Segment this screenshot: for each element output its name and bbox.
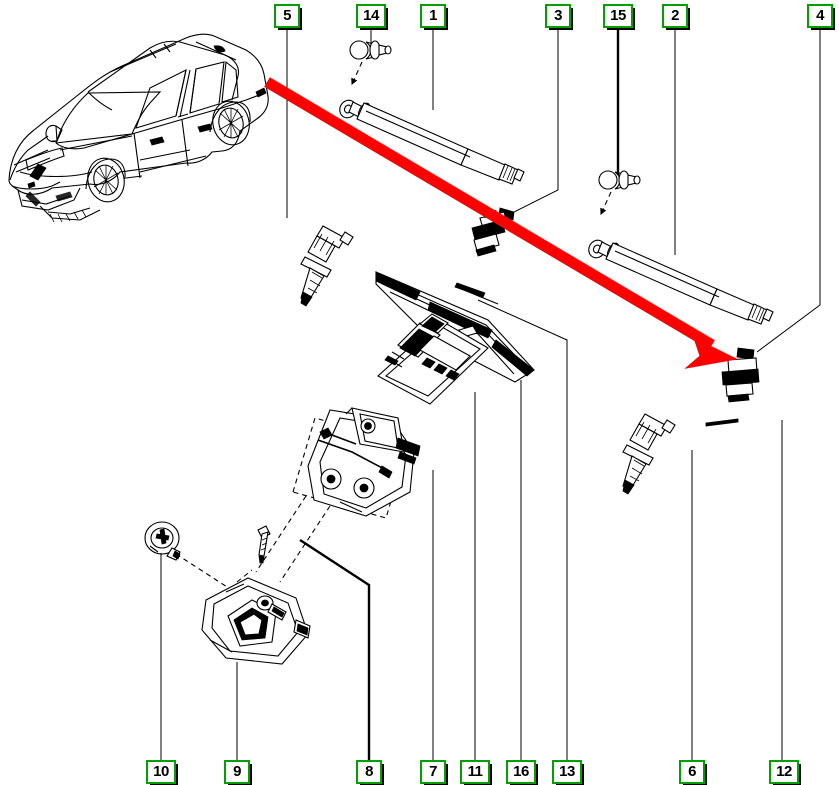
part-11-number-plate-lamp: [377, 313, 489, 405]
part-8-latch-screw: [257, 525, 271, 564]
vehicle-illustration: [8, 33, 269, 223]
part-1-gas-strut: [339, 99, 525, 185]
part-10-lock-barrel: [144, 521, 239, 595]
red-pointer-arrow: [264, 77, 738, 369]
part-9-secondary-latch: [201, 569, 311, 665]
part-5-push-rivet-clip: [300, 225, 354, 307]
callout-10[interactable]: 10: [146, 760, 176, 784]
callout-14[interactable]: 14: [356, 4, 386, 28]
part-14-ball-stud: [349, 40, 392, 86]
callout-12[interactable]: 12: [769, 760, 799, 784]
leader-lines-top: [286, 28, 821, 353]
callout-6[interactable]: 6: [679, 760, 705, 784]
callout-9[interactable]: 9: [224, 760, 250, 784]
callout-5[interactable]: 5: [274, 4, 300, 28]
callout-13[interactable]: 13: [552, 760, 582, 784]
callout-11[interactable]: 11: [460, 760, 490, 784]
part-16-handle-garnish: [375, 271, 535, 383]
part-15-ball-stud: [598, 170, 641, 216]
part-13-seal: [454, 282, 486, 298]
leader-lines-bottom: [160, 299, 783, 760]
callout-7[interactable]: 7: [420, 760, 446, 784]
callout-2[interactable]: 2: [662, 4, 688, 28]
part-7-latch-assembly: [255, 407, 421, 583]
callout-3[interactable]: 3: [545, 4, 571, 28]
callout-4[interactable]: 4: [807, 4, 833, 28]
callout-8[interactable]: 8: [356, 760, 382, 784]
callout-15[interactable]: 15: [603, 4, 633, 28]
callout-16[interactable]: 16: [506, 760, 536, 784]
part-2-gas-strut: [588, 239, 774, 325]
part-4-ball-stud: [705, 347, 760, 427]
part-6-push-rivet-clip: [622, 413, 676, 495]
callout-1[interactable]: 1: [420, 4, 446, 28]
